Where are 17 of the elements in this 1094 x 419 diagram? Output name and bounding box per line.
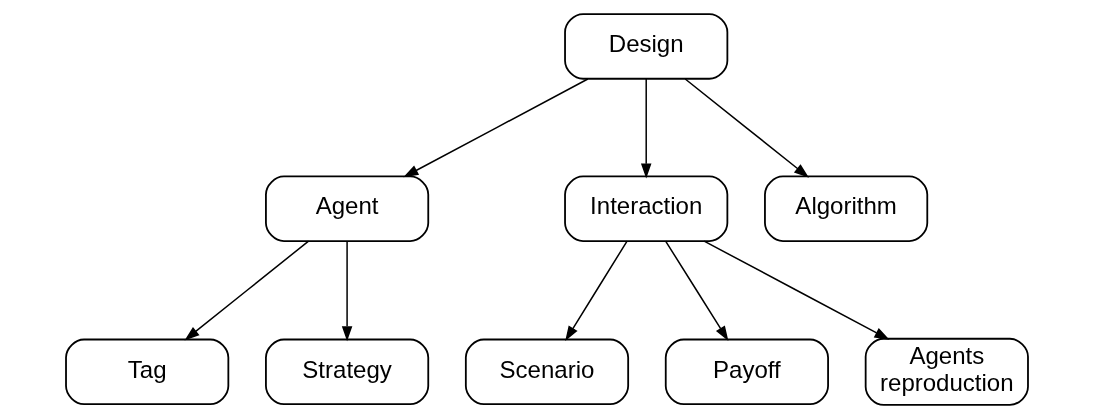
- arrow: [640, 78, 652, 179]
- node-box: Tag: [65, 338, 230, 406]
- arrow: [664, 240, 729, 341]
- arrow: [565, 240, 628, 341]
- node-box: Algorithm: [764, 175, 929, 242]
- node-box: Payoff: [664, 338, 829, 406]
- node-box: Agents reproduction: [864, 337, 1029, 406]
- node-box: Design: [564, 13, 729, 80]
- node-box: Agent: [265, 175, 430, 242]
- arrow: [684, 78, 809, 178]
- arrow: [703, 240, 890, 340]
- node-box: Scenario: [464, 338, 630, 406]
- node-box: Strategy: [265, 338, 430, 406]
- arrow: [184, 240, 310, 341]
- arrow: [403, 78, 589, 178]
- arrow: [341, 240, 353, 342]
- node-box: Interaction: [564, 175, 729, 242]
